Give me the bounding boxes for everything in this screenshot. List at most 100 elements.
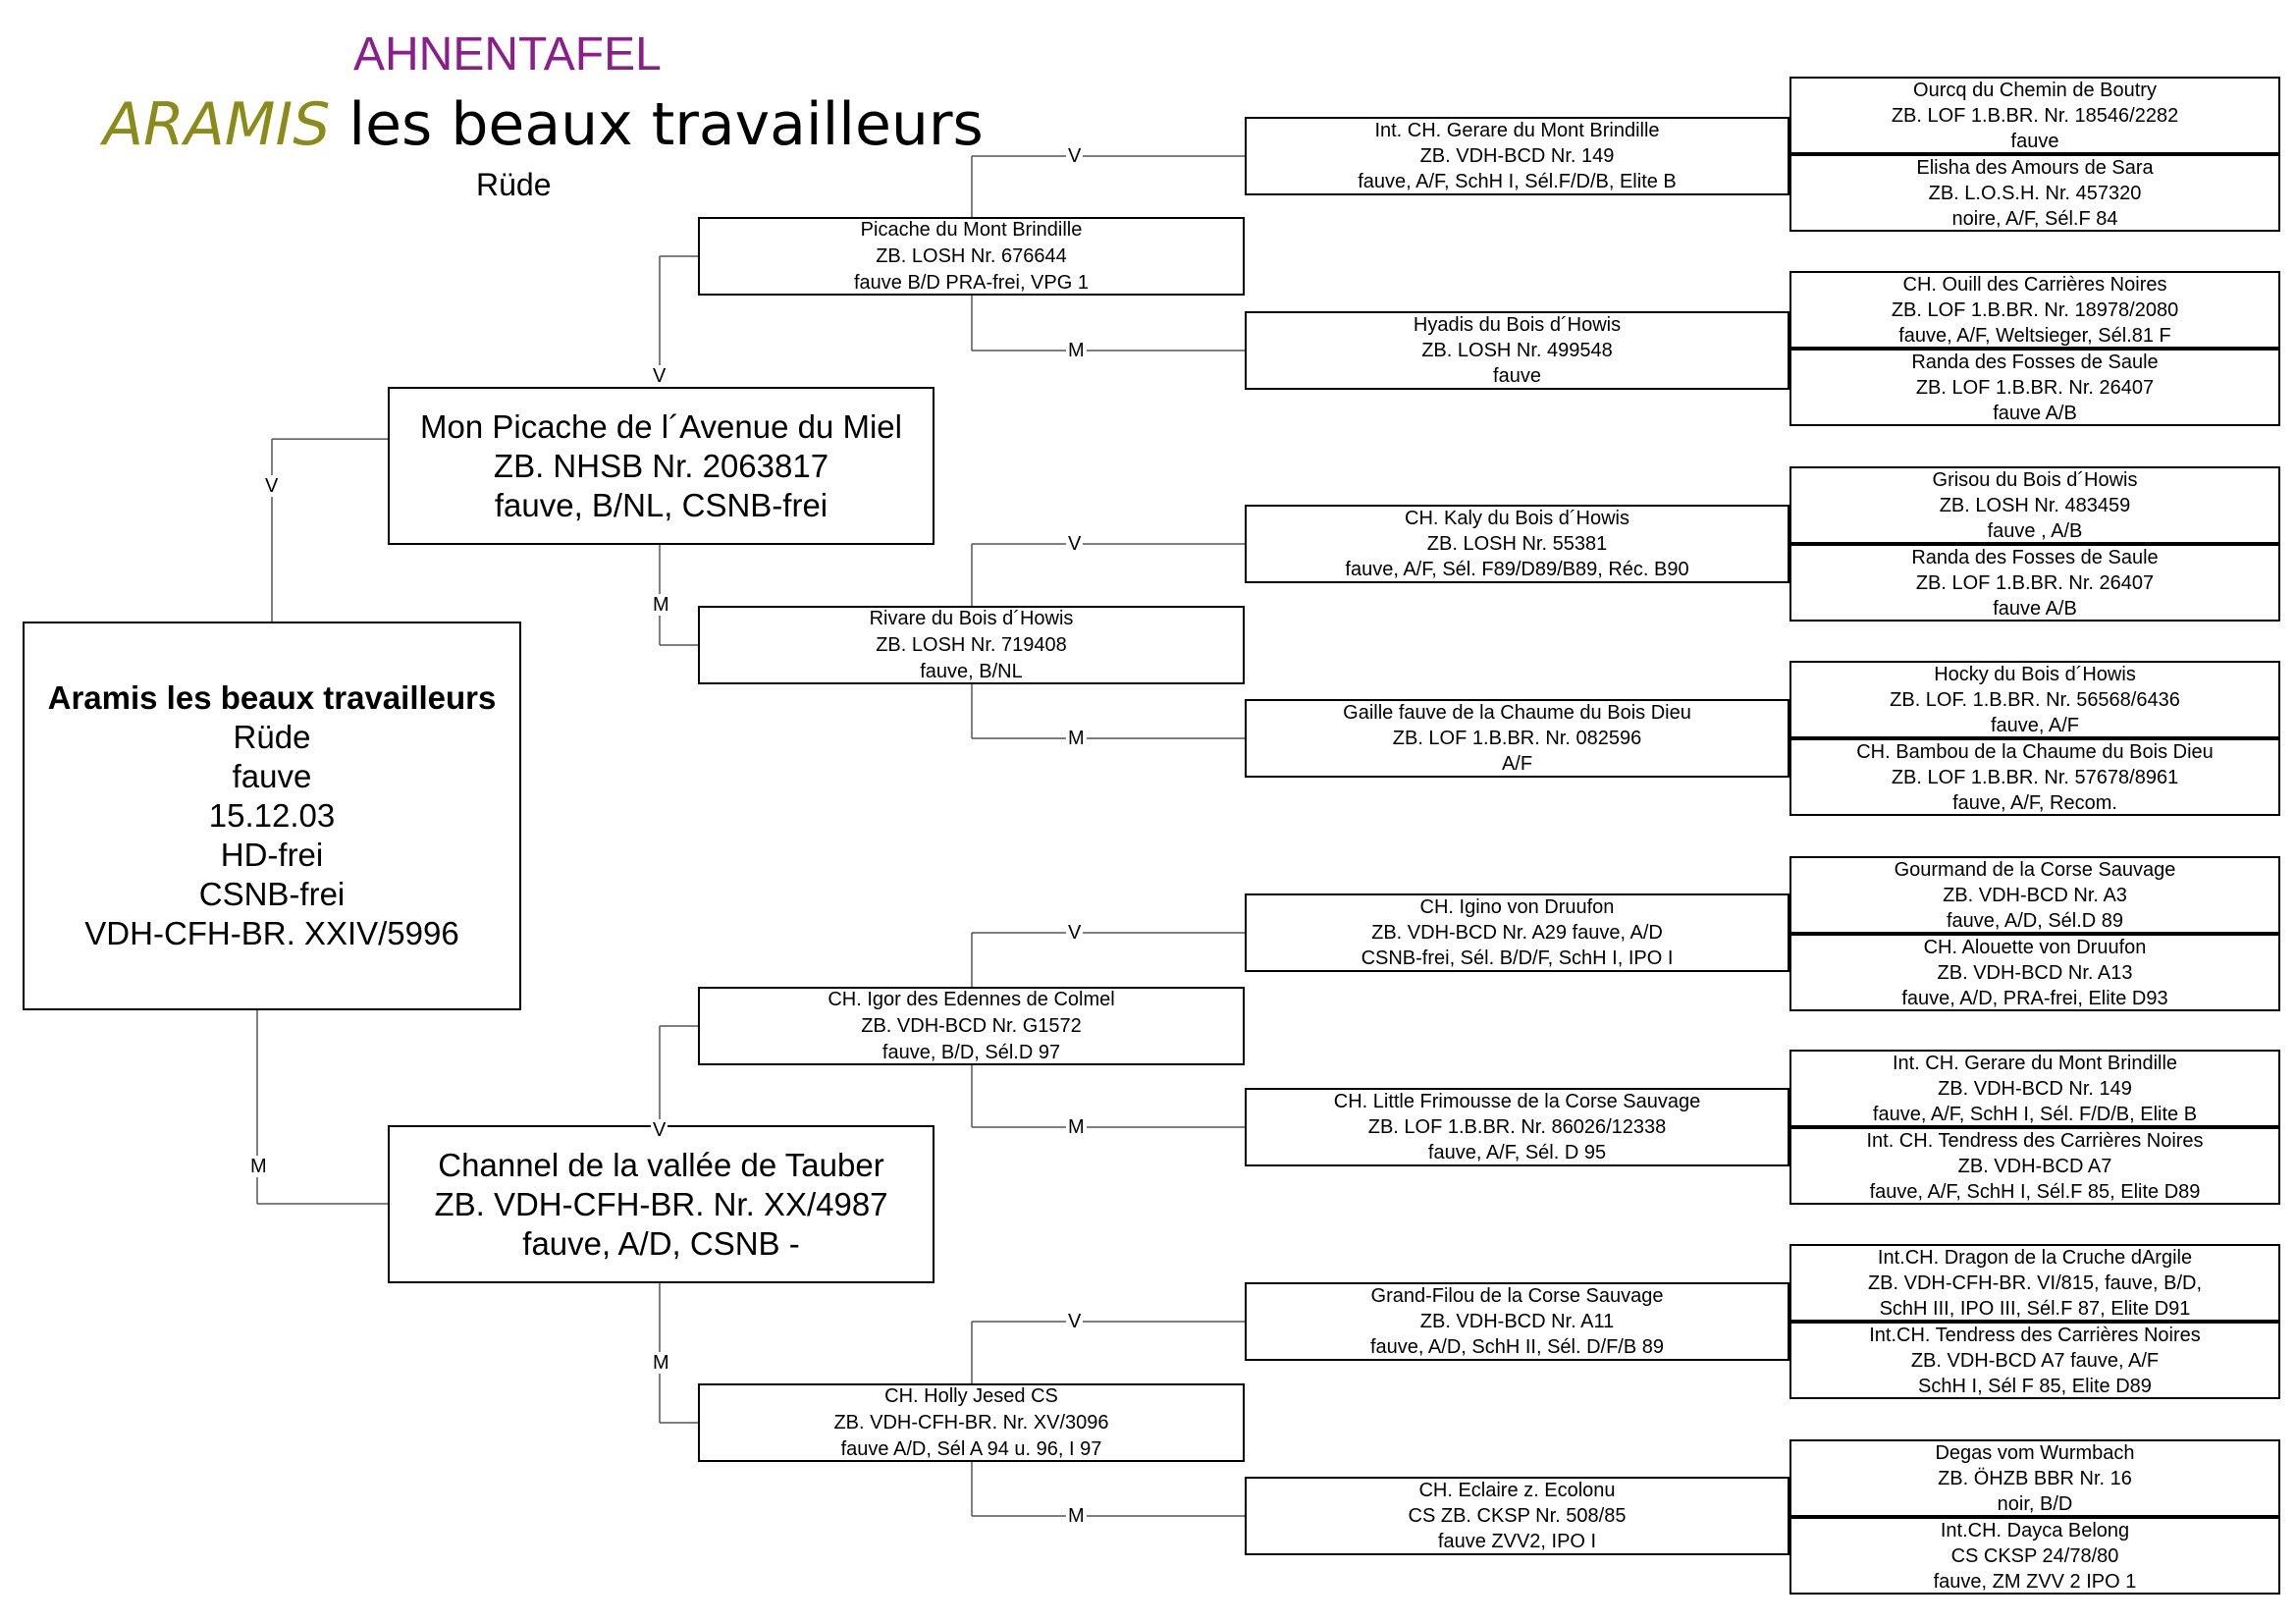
ancestor-detail-line: ZB. LOF 1.B.BR. Nr. 18546/2282 [1891, 104, 2179, 127]
ancestor-detail-line: fauve, A/F, SchH I, Sél.F 85, Elite D89 [1869, 1180, 2201, 1203]
ancestor-name: Channel de la vallée de Tauber [438, 1146, 884, 1183]
father-label: V [1066, 145, 1084, 167]
page-title: AHNENTAFEL [353, 28, 662, 81]
ancestor-name: Int. CH. Gerare du Mont Brindille [1892, 1052, 2178, 1074]
ancestor-detail-line: CS CKSP 24/78/80 [1950, 1544, 2119, 1567]
ancestor-detail-line: ZB. VDH-BCD Nr. A3 [1943, 884, 2127, 906]
mother-label: M [651, 1352, 671, 1374]
ancestor-detail-line: SchH I, Sél F 85, Elite D89 [1918, 1375, 2152, 1397]
ancestor-detail-line: ZB. LOSH Nr. 676644 [876, 244, 1067, 267]
ancestor-detail-line: fauve, B/NL [920, 660, 1023, 682]
ancestor-detail-line: ZB. LOSH Nr. 483459 [1939, 494, 2131, 516]
ancestor-detail-line: CSNB-frei, Sél. B/D/F, SchH I, IPO I [1361, 947, 1674, 969]
ancestor-detail-line: ZB. LOF 1.B.BR. Nr. 26407 [1915, 571, 2155, 594]
ancestor-name: CH. Igino von Druufon [1419, 896, 1615, 918]
dog-name-heading-part1: ARAMIS [103, 90, 331, 159]
ancestor-detail-line: fauve, B/NL, CSNB-frei [494, 486, 828, 523]
ancestor-name: CH. Holly Jesed CS [884, 1384, 1058, 1407]
ancestor-name: CH. Ouill des Carrières Noires [1902, 273, 2167, 296]
dog-sex-heading: Rüde [476, 167, 552, 202]
father-label: V [1066, 922, 1084, 944]
ancestor-name: Elisha des Amours de Sara [1916, 156, 2154, 179]
mother-label: M [651, 594, 671, 616]
ancestor-name: Gaille fauve de la Chaume du Bois Dieu [1343, 702, 1691, 724]
dog-name-heading: ARAMIS les beaux travailleurs [103, 90, 984, 159]
ancestor-name: CH. Little Frimousse de la Corse Sauvage [1333, 1091, 1701, 1112]
ancestor-name: Randa des Fosses de Saule [1911, 546, 2159, 568]
ancestor-name: Grisou du Bois d´Howis [1932, 468, 2138, 491]
ancestor-detail-line: fauve, A/F, Sél. D 95 [1427, 1142, 1607, 1163]
ancestor-detail-line: fauve, A/D, SchH II, Sél. D/F/B 89 [1369, 1336, 1664, 1358]
ancestor-detail-line: fauve A/B [1993, 402, 2077, 424]
ancestor-name: CH. Igor des Edennes de Colmel [828, 988, 1115, 1010]
ancestor-detail-line: ZB. VDH-BCD Nr. A29 fauve, A/D [1371, 922, 1663, 944]
ancestor-name: Int.CH. Dragon de la Cruche dArgile [1877, 1246, 2193, 1269]
ancestor-name: Int.CH. Tendress des Carrières Noires [1869, 1324, 2201, 1346]
ancestor-name: Picache du Mont Brindille [860, 218, 1083, 241]
ancestor-card-gen3: CH. Little Frimousse de la Corse Sauvage… [1245, 1088, 1789, 1166]
ancestor-name: CH. Kaly du Bois d´Howis [1405, 508, 1629, 529]
ancestor-name: CH. Bambou de la Chaume du Bois Dieu [1856, 740, 2214, 763]
ancestor-detail-line: HD-frei [220, 837, 324, 873]
father-label: V [1066, 533, 1084, 555]
father-label: V [651, 364, 668, 387]
ancestor-detail-line: fauve, A/F, Sél. F89/D89/B89, Réc. B90 [1345, 559, 1689, 580]
ancestor-name: Ourcq du Chemin de Boutry [1913, 79, 2157, 101]
ancestor-detail-line: fauve, A/D, PRA-frei, Elite D93 [1901, 987, 2168, 1009]
ancestor-detail-line: ZB. LOSH Nr. 55381 [1426, 533, 1608, 555]
ancestor-detail-line: ZB. VDH-CFH-BR. Nr. XX/4987 [434, 1185, 888, 1222]
ancestor-detail-line: ZB. VDH-BCD Nr. A11 [1419, 1311, 1615, 1332]
father-label: V [263, 475, 281, 497]
ancestor-detail-line: noire, A/F, Sél.F 84 [1951, 207, 2118, 230]
ancestor-name: Aramis les beaux travailleurs [47, 679, 497, 716]
father-label: V [651, 1118, 668, 1141]
ancestor-detail-line: ZB. LOF 1.B.BR. Nr. 86026/12338 [1367, 1116, 1667, 1138]
mother-label: M [1066, 1505, 1087, 1527]
ancestor-name: Hocky du Bois d´Howis [1934, 663, 2136, 685]
mother-label: M [1066, 728, 1087, 749]
ancestor-detail-line: ZB. LOF 1.B.BR. Nr. 082596 [1392, 728, 1642, 749]
ancestor-detail-line: ZB. VDH-BCD Nr. 149 [1938, 1077, 2132, 1100]
ancestor-detail-line: Rüde [233, 719, 311, 755]
ancestor-detail-line: fauve [2010, 130, 2059, 152]
ancestor-detail-line: ZB. VDH-BCD Nr. A13 [1937, 961, 2133, 984]
ancestor-detail-line: fauve, A/F, SchH I, Sél. F/D/B, Elite B [1872, 1103, 2198, 1125]
ancestor-name: CH. Alouette von Druufon [1923, 936, 2147, 958]
ancestor-detail-line: fauve, A/F, Weltsieger, Sél.81 F [1898, 324, 2171, 347]
ancestor-detail-line: ZB. VDH-CFH-BR. VI/815, fauve, B/D, [1867, 1271, 2203, 1294]
ancestor-detail-line: SchH III, IPO III, Sél.F 87, Elite D91 [1879, 1297, 2191, 1320]
ancestor-name: Hyadis du Bois d´Howis [1413, 314, 1622, 336]
mother-label: M [1066, 340, 1087, 361]
ancestor-detail-line: ZB. VDH-BCD A7 [1957, 1155, 2112, 1177]
ancestor-detail-line: A/F [1501, 753, 1533, 775]
ancestor-detail-line: ZB. LOF 1.B.BR. Nr. 57678/8961 [1891, 766, 2179, 788]
ancestor-detail-line: fauve, ZM ZVV 2 IPO 1 [1933, 1570, 2137, 1593]
ancestor-name: Int. CH. Gerare du Mont Brindille [1374, 120, 1660, 141]
ancestor-name: Randa des Fosses de Saule [1911, 351, 2159, 373]
ancestor-detail-line: ZB. LOF. 1.B.BR. Nr. 56568/6436 [1890, 688, 2180, 711]
ancestor-detail-line: ZB. LOSH Nr. 499548 [1421, 340, 1613, 361]
father-label: V [1066, 1311, 1084, 1332]
ancestor-detail-line: noir, B/D [1997, 1492, 2073, 1515]
dog-name-heading-part2: les beaux travailleurs [330, 90, 984, 159]
ancestor-detail-line: ZB. LOSH Nr. 719408 [876, 633, 1067, 656]
